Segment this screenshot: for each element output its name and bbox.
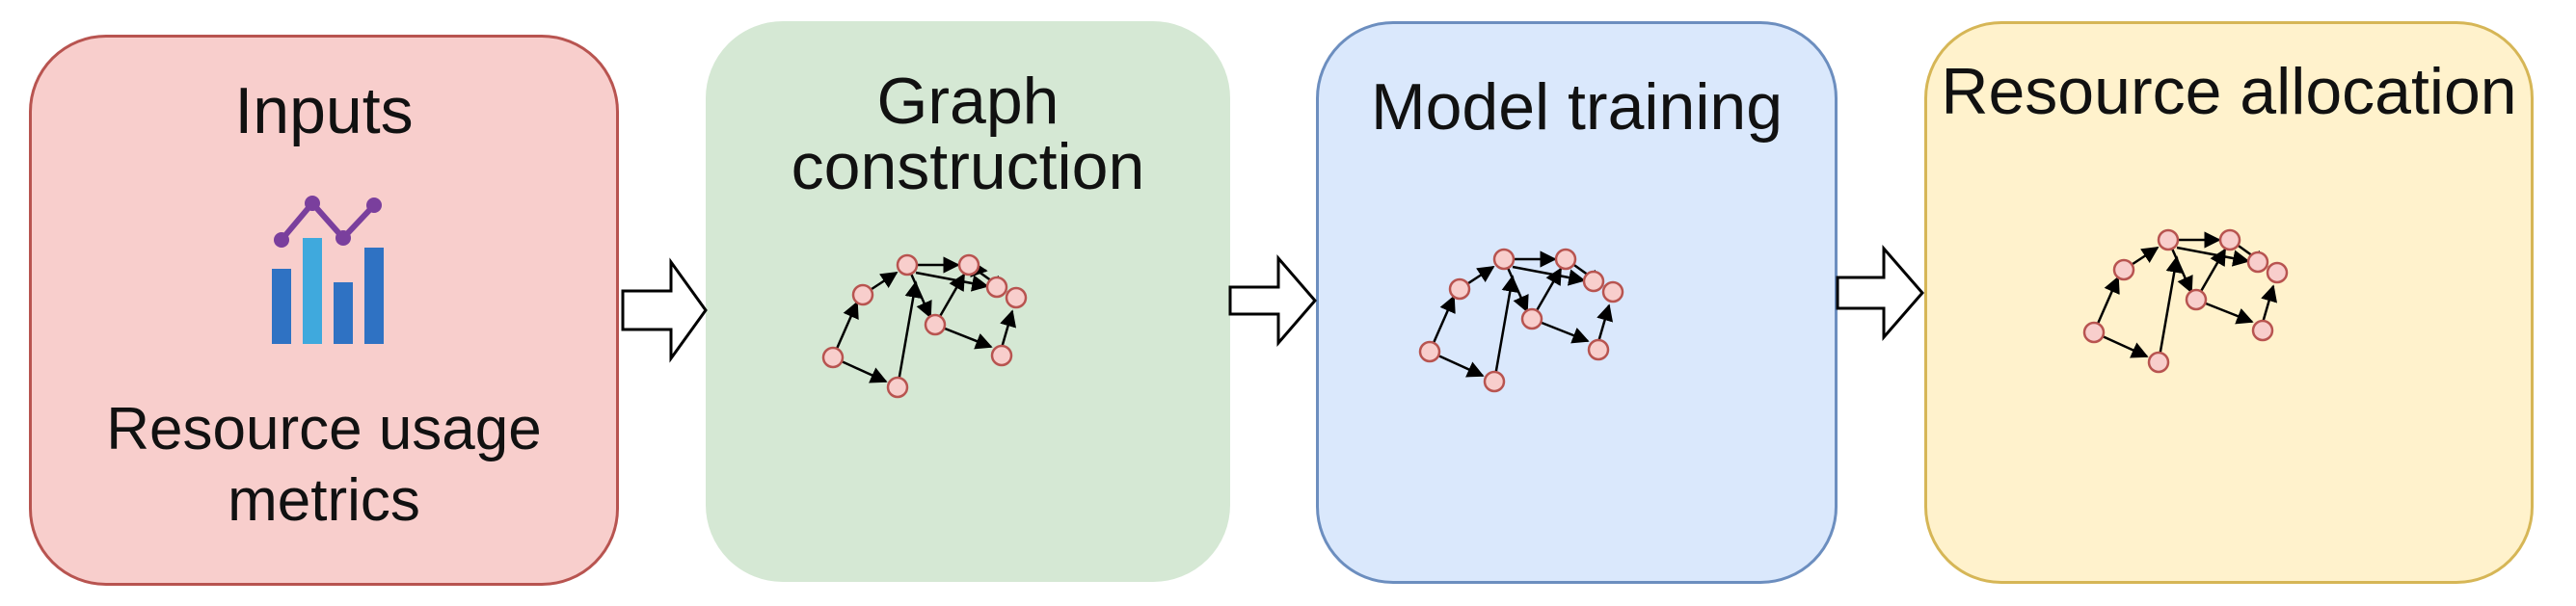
graph-construction-network: [821, 253, 1028, 399]
graph-construction-box: Graph construction: [706, 21, 1230, 582]
inputs-description: Resource usage metrics: [32, 394, 616, 538]
flow-arrow-1: [621, 257, 708, 363]
inputs-title: Inputs: [234, 74, 414, 147]
resource-allocation-title: Resource allocation: [1941, 55, 2517, 128]
block-arrow-icon: [1836, 244, 1924, 342]
inputs-line-1: Resource usage: [106, 396, 542, 462]
inputs-line-2: metrics: [228, 467, 420, 535]
flow-arrow-2: [1228, 253, 1317, 348]
model-training-network: [1418, 248, 1624, 393]
chart-icon: [272, 196, 384, 344]
flow-arrow-3: [1836, 244, 1924, 342]
model-training-title: Model training: [1370, 70, 1784, 144]
resource-allocation-network: [2082, 228, 2289, 374]
inputs-box: Inputs Resource usage metrics: [29, 35, 619, 586]
graph-construction-title: Graph construction: [791, 65, 1145, 203]
block-arrow-icon: [1228, 253, 1317, 348]
block-arrow-icon: [621, 257, 708, 363]
model-training-box: Model training: [1316, 21, 1838, 584]
resource-allocation-box: Resource allocation: [1924, 21, 2534, 584]
